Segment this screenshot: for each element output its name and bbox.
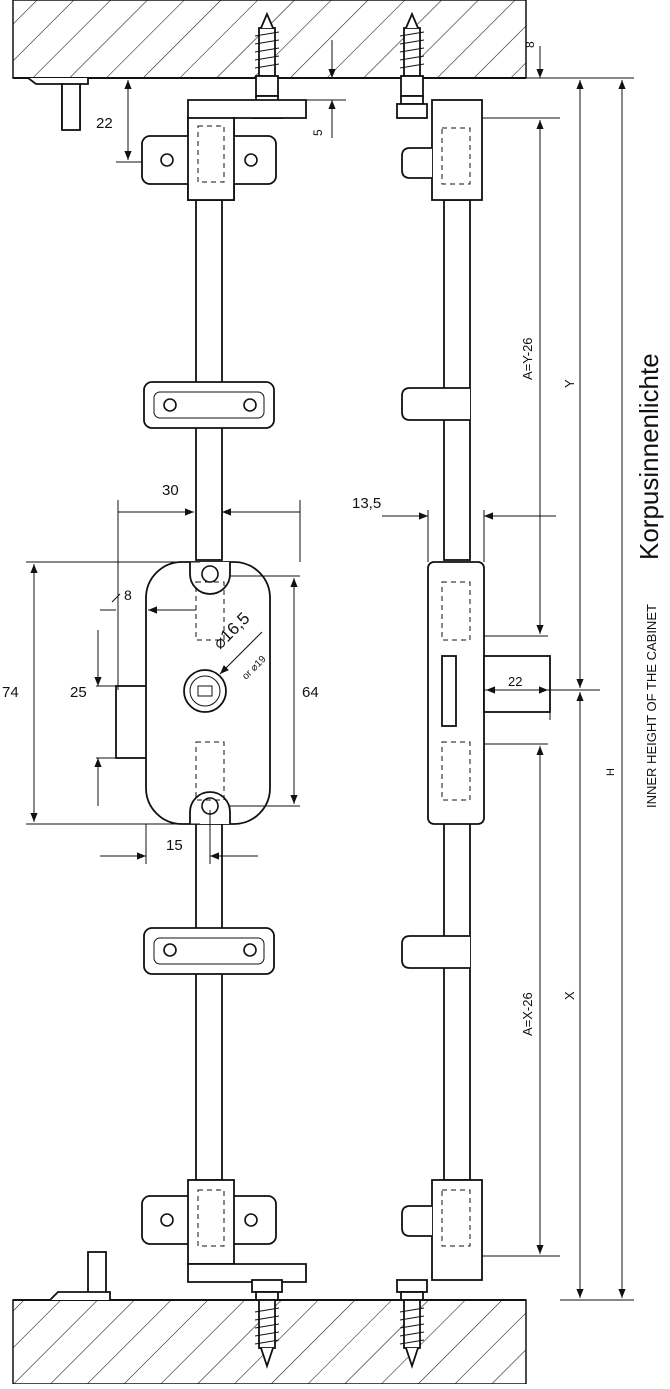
top-bracket-right <box>401 99 483 201</box>
dim-8-top: 8 <box>523 41 560 79</box>
dim-label-y: Y <box>562 379 577 388</box>
dim-label-8-top: 8 <box>523 41 537 48</box>
lock-case-side <box>427 561 551 825</box>
dim-13-5: 13,5 <box>352 495 556 562</box>
screw-bottom-right <box>396 1279 428 1369</box>
dim-label-x: X <box>562 991 577 1000</box>
dim-label-h: H <box>605 768 617 776</box>
dim-30: 30 <box>117 482 301 690</box>
dim-label-8-left: 8 <box>124 587 132 603</box>
dim-label-30: 30 <box>162 482 179 499</box>
dim-label-74: 74 <box>2 684 19 701</box>
dim-label-13-5: 13,5 <box>352 495 381 512</box>
dim-5: 5 <box>276 40 346 138</box>
bottom-bracket-left <box>141 1179 307 1283</box>
rod-guide-upper-left <box>143 381 275 429</box>
rod-guide-lower-right <box>401 935 470 969</box>
dim-a-y: A=Y-26 <box>482 117 560 637</box>
right-rod <box>443 199 471 1181</box>
screw-top-right <box>396 11 428 119</box>
dim-label-a-x: A=X-26 <box>520 992 535 1036</box>
dim-8-left: 8 <box>100 587 196 614</box>
dim-22-pin: 22 <box>96 80 142 163</box>
dim-label-22: 22 <box>96 115 113 132</box>
dim-y: Y <box>484 80 600 691</box>
dim-25: 25 <box>70 630 118 806</box>
pin-top-left <box>27 77 89 131</box>
lock-case <box>115 561 271 825</box>
dim-label-15: 15 <box>166 837 183 854</box>
dim-x: X H <box>560 77 634 1301</box>
label-korpusinnenlichte: Korpusinnenlichte <box>634 353 664 560</box>
dim-label-64: 64 <box>302 684 319 701</box>
bottom-bracket-right <box>401 1179 483 1281</box>
label-inner-height: INNER HEIGHT OF THE CABINET <box>644 604 659 808</box>
dim-label-5: 5 <box>311 129 325 136</box>
screw-bottom-left <box>251 1279 283 1369</box>
dim-label-25: 25 <box>70 684 87 701</box>
dim-a-x: A=X-26 <box>482 743 560 1257</box>
pin-bottom-left <box>49 1251 111 1301</box>
dim-15: 15 <box>100 810 258 864</box>
top-bracket-left <box>141 99 307 201</box>
dim-label-22-side: 22 <box>508 674 522 689</box>
dim-label-a-y: A=Y-26 <box>520 337 535 380</box>
dim-inner-height: Korpusinnenlichte INNER HEIGHT OF THE CA… <box>618 80 664 1298</box>
rod-guide-upper-right <box>401 387 470 421</box>
rod-guide-lower-left <box>143 927 275 975</box>
dim-74: 74 <box>2 561 200 825</box>
dim-64: 64 <box>230 575 319 807</box>
